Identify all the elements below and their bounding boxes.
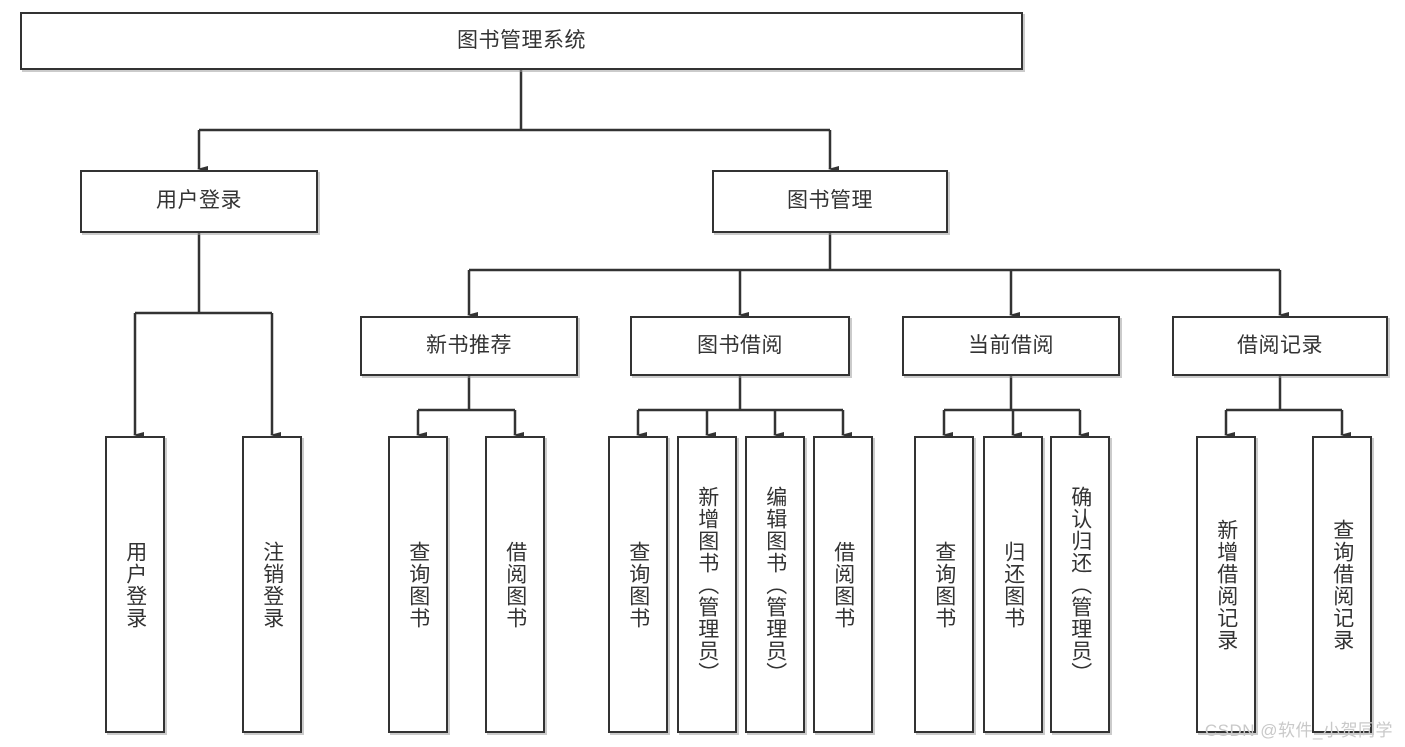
leaf-confirm-return[interactable]: 确认归还（管理员）	[1050, 436, 1110, 733]
node-current-borrowing-label: 当前借阅	[968, 333, 1054, 357]
leaf-add-borrow-record-label: 新增借阅记录	[1214, 518, 1238, 651]
leaf-user-login-label: 用户登录	[123, 540, 147, 629]
leaf-borrow-book-recommendation-label: 借阅图书	[503, 540, 527, 629]
leaf-confirm-return-label: 确认归还（管理员）	[1068, 485, 1092, 684]
leaf-user-login[interactable]: 用户登录	[105, 436, 165, 733]
watermark: CSDN @软件_小贺同学	[1204, 721, 1393, 740]
leaf-query-book-recommendation[interactable]: 查询图书	[388, 436, 448, 733]
leaf-logout[interactable]: 注销登录	[242, 436, 302, 733]
node-book-management[interactable]: 图书管理	[712, 170, 948, 233]
leaf-add-book[interactable]: 新增图书（管理员）	[677, 436, 737, 733]
node-current-borrowing[interactable]: 当前借阅	[902, 316, 1120, 376]
leaf-return-book[interactable]: 归还图书	[983, 436, 1043, 733]
leaf-edit-book[interactable]: 编辑图书（管理员）	[745, 436, 805, 733]
node-new-book-recommendation[interactable]: 新书推荐	[360, 316, 578, 376]
leaf-query-book-current[interactable]: 查询图书	[914, 436, 974, 733]
node-book-management-label: 图书管理	[787, 189, 873, 213]
leaf-query-borrow-record-label: 查询借阅记录	[1330, 518, 1354, 651]
leaf-borrow-book[interactable]: 借阅图书	[813, 436, 873, 733]
node-root[interactable]: 图书管理系统	[20, 12, 1023, 70]
node-book-borrowing[interactable]: 图书借阅	[630, 316, 850, 376]
leaf-query-borrow-record[interactable]: 查询借阅记录	[1312, 436, 1372, 733]
node-borrowing-record[interactable]: 借阅记录	[1172, 316, 1388, 376]
node-user-login-label: 用户登录	[156, 189, 242, 213]
leaf-borrow-book-label: 借阅图书	[831, 540, 855, 629]
node-book-borrowing-label: 图书借阅	[697, 333, 783, 357]
leaf-edit-book-label: 编辑图书（管理员）	[763, 485, 787, 684]
leaf-query-book-borrowing[interactable]: 查询图书	[608, 436, 668, 733]
leaf-logout-label: 注销登录	[260, 540, 284, 629]
connector-paths	[133, 70, 1351, 438]
node-new-book-recommendation-label: 新书推荐	[426, 333, 512, 357]
leaf-query-book-borrowing-label: 查询图书	[626, 540, 650, 629]
leaf-add-borrow-record[interactable]: 新增借阅记录	[1196, 436, 1256, 733]
leaf-add-book-label: 新增图书（管理员）	[695, 485, 719, 684]
node-user-login[interactable]: 用户登录	[80, 170, 318, 233]
leaf-query-book-recommendation-label: 查询图书	[406, 540, 430, 629]
node-borrowing-record-label: 借阅记录	[1237, 333, 1323, 357]
node-root-label: 图书管理系统	[457, 28, 586, 52]
leaf-query-book-current-label: 查询图书	[932, 540, 956, 629]
leaf-return-book-label: 归还图书	[1001, 540, 1025, 629]
leaf-borrow-book-recommendation[interactable]: 借阅图书	[485, 436, 545, 733]
